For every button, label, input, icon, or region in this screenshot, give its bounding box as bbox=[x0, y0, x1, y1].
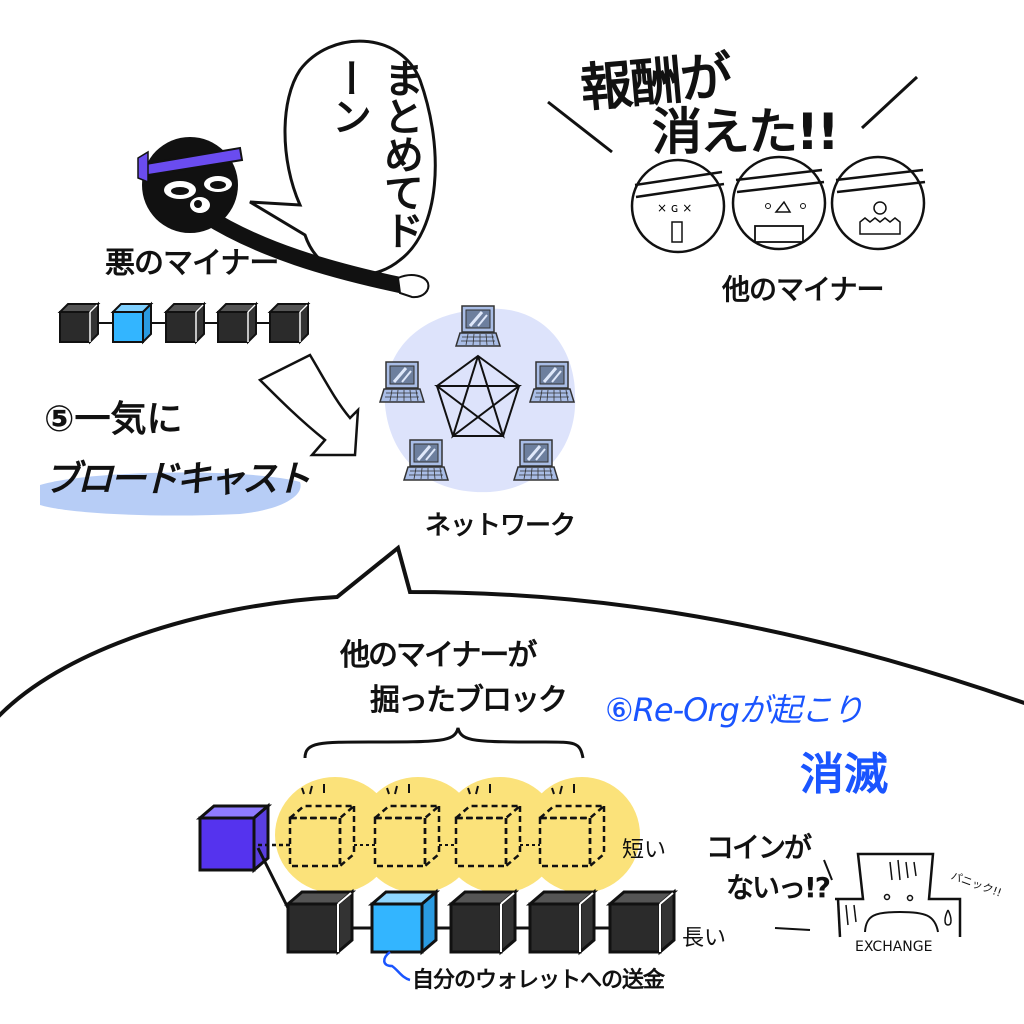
network-label: ネットワーク bbox=[425, 511, 576, 541]
evil-miner-character bbox=[137, 137, 430, 299]
speech-bubble bbox=[249, 39, 437, 277]
step5-broadcast: ブロードキャスト bbox=[44, 459, 311, 500]
long-chain-label: 長い bbox=[682, 926, 727, 951]
exchange-building bbox=[774, 852, 962, 938]
speech-bubble-text: まとめてドーン bbox=[325, 58, 423, 248]
step5-heading: ⑤一気に bbox=[44, 390, 183, 442]
reward-vanished-line2: 消えた!! bbox=[652, 103, 840, 161]
step5-line1: 一気に bbox=[74, 399, 183, 440]
exchange-shout-line1: コインが bbox=[706, 831, 812, 864]
short-chain-label: 短い bbox=[622, 838, 667, 863]
other-miners-label: 他のマイナー bbox=[722, 273, 884, 306]
network-diagram bbox=[378, 304, 576, 493]
miner-face-shocked bbox=[731, 155, 827, 251]
step6-text: Re-Orgが起こり bbox=[632, 691, 864, 729]
miner-face-crying bbox=[830, 155, 926, 251]
arrow-to-network bbox=[257, 353, 360, 457]
orphan-glow bbox=[275, 777, 640, 893]
svg-text:× ɢ ×: × ɢ × bbox=[657, 201, 692, 215]
wallet-transfer-label: 自分のウォレットへの送金 bbox=[412, 968, 665, 993]
exchange-shout-line2: ないっ!? bbox=[726, 871, 831, 904]
exchange-label: EXCHANGE bbox=[855, 939, 933, 955]
step5-number: ⑤ bbox=[44, 399, 75, 440]
long-chain bbox=[286, 890, 676, 982]
orphan-brace bbox=[303, 727, 585, 759]
short-chain bbox=[288, 782, 606, 868]
step6-number: ⑥ bbox=[605, 691, 634, 729]
step6-heading: ⑥Re-Orgが起こり bbox=[605, 685, 864, 731]
broadcast-highlight bbox=[40, 472, 301, 516]
attacker-fork-block bbox=[195, 802, 292, 913]
evil-miner-label: 悪のマイナー bbox=[105, 246, 279, 281]
miner-face-dizzy: × ɢ × bbox=[630, 158, 726, 254]
orphan-label-line1: 他のマイナーが bbox=[340, 638, 537, 673]
orphan-label-line2: 掘ったブロック bbox=[370, 683, 568, 718]
evil-miner-chain bbox=[59, 303, 309, 343]
vanish-text: 消滅 bbox=[800, 749, 888, 800]
reorg-panel-bubble bbox=[0, 544, 1024, 718]
other-miners-group: × ɢ × bbox=[547, 75, 926, 254]
